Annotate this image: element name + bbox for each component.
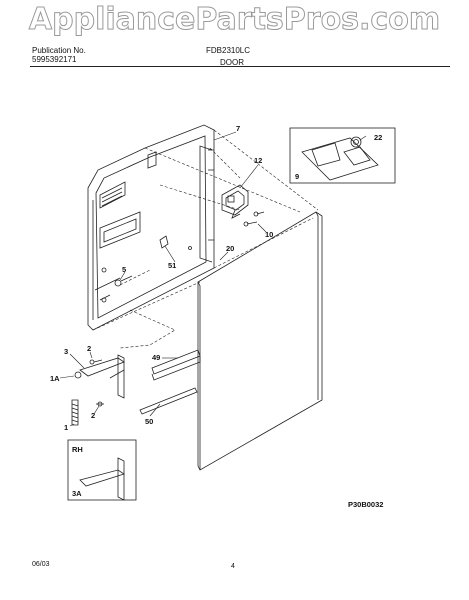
callout-rh: RH (72, 445, 83, 454)
rh-hinge-inset (67, 439, 137, 501)
callout-50: 50 (145, 417, 153, 426)
callout-1a: 1A (50, 374, 60, 383)
callout-10: 10 (265, 230, 273, 239)
callout-20: 20 (226, 244, 234, 253)
dispenser-inset-box (289, 127, 396, 184)
callout-labels: 7 12 22 9 10 20 51 5 3 2 1A 49 2 1 50 RH… (50, 124, 382, 498)
callout-3: 3 (64, 347, 68, 356)
callout-22: 22 (374, 133, 382, 142)
footer-page-number: 4 (231, 563, 235, 570)
callout-9: 9 (295, 172, 299, 181)
model-number: FDB2310LC (206, 46, 251, 55)
outer-door-panel (197, 211, 323, 471)
panel-screw (114, 275, 133, 287)
publication-number: 5995392171 (32, 55, 77, 64)
callout-2-upper: 2 (87, 344, 91, 353)
latch-screws (243, 211, 265, 227)
section-title: DOOR (220, 58, 244, 67)
callout-5: 5 (122, 265, 126, 274)
callout-7: 7 (236, 124, 240, 133)
callout-51: 51 (168, 261, 176, 270)
latch-assembly (221, 184, 249, 219)
leader-lines (59, 131, 367, 427)
diagram-code: P30B0032 (348, 500, 384, 509)
callout-12: 12 (254, 156, 262, 165)
door-trim-strips (139, 349, 201, 415)
footer-date: 06/03 (32, 561, 50, 568)
publication-label: Publication No. (32, 46, 86, 55)
door-clip (159, 235, 169, 249)
hinge-assembly (71, 354, 125, 426)
callout-3a: 3A (72, 489, 82, 498)
callout-2-lower: 2 (91, 411, 95, 420)
header-rule (30, 66, 450, 67)
inner-door-panel (87, 124, 215, 331)
watermark: AppliancePartsPros.com (28, 2, 441, 38)
callout-49: 49 (152, 353, 160, 362)
callout-1: 1 (64, 423, 68, 432)
